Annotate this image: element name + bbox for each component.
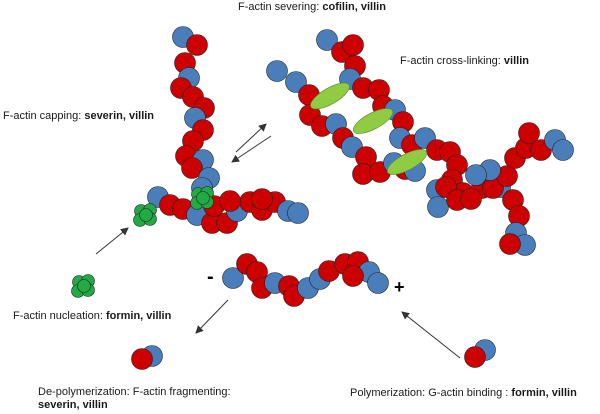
depolymerization-proteins: severin, villin (38, 399, 108, 411)
polymerization-label: Polymerization: G-actin binding : formin… (350, 387, 577, 400)
plus-end-sign: + (394, 277, 405, 297)
severing-label: F-actin severing: cofilin, villin (238, 1, 386, 14)
crosslink-reverse-arrow (231, 135, 272, 163)
nucleation-protein-subunit (77, 279, 91, 293)
capping-label: F-actin capping: severin, villin (3, 110, 154, 123)
network-filament-subunit (552, 139, 574, 161)
crosslinking-label-prefix: F-actin cross-linking: (400, 55, 504, 67)
nucleation-proteins: formin, villin (105, 310, 172, 322)
network-filament-subunit (266, 60, 288, 82)
villin-crosslinker (310, 82, 350, 110)
network-filament-subunit (465, 164, 487, 186)
villin-crosslinker (352, 108, 394, 134)
middle-filament-subunit (367, 272, 389, 294)
network-filament-subunit (427, 196, 449, 218)
capping-protein-subunit (196, 191, 210, 205)
depolymerized-subunit (131, 348, 153, 370)
middle-filament-subunit (342, 265, 364, 287)
capping-label-prefix: F-actin capping: (3, 110, 85, 122)
polymerization-arrow (401, 311, 461, 359)
minus-end-sign: - (207, 266, 214, 288)
depolymerization-label-prefix: De-polymerization: F-actin fragmenting: (38, 386, 231, 398)
severing-proteins: cofilin, villin (322, 1, 386, 13)
nucleation-label: F-actin nucleation: formin, villin (13, 310, 171, 323)
network-filament-subunit (460, 188, 482, 210)
actin-subunits-layer (71, 26, 574, 370)
capping-protein-subunit (139, 208, 153, 222)
capping-proteins: severin, villin (84, 110, 155, 122)
network-filament-subunit (499, 233, 521, 255)
network-filament-subunit (518, 122, 540, 144)
network-filament-subunit (316, 29, 338, 51)
depolymerization-label: De-polymerization: F-actin fragmenting: … (38, 386, 231, 412)
severing-label-prefix: F-actin severing: (238, 1, 323, 13)
nucleation-label-prefix: F-actin nucleation: (13, 310, 106, 322)
lower-left-filament-subunit (251, 188, 273, 210)
vertical-filament-subunit (181, 157, 203, 179)
lower-left-filament-subunit (219, 190, 241, 212)
crosslinking-label: F-actin cross-linking: villin (400, 55, 529, 68)
vertical-filament-subunit (186, 34, 208, 56)
villin-crosslinker (386, 149, 428, 175)
network-filament-subunit (342, 34, 364, 56)
network-filament-subunit (285, 71, 307, 93)
nucleation-arrow (95, 227, 129, 255)
polymerization-label-prefix: Polymerization: G-actin binding : (350, 387, 512, 399)
middle-filament-subunit (222, 267, 244, 289)
crosslink-forward-arrow (235, 123, 267, 153)
depolymerization-arrow (195, 299, 229, 334)
arrows-layer (95, 123, 461, 359)
polymerization-proteins: formin, villin (511, 387, 577, 399)
crosslinking-proteins: villin (503, 55, 529, 67)
free-g-actin-subunit (464, 346, 486, 368)
lower-left-filament-subunit (287, 202, 309, 224)
